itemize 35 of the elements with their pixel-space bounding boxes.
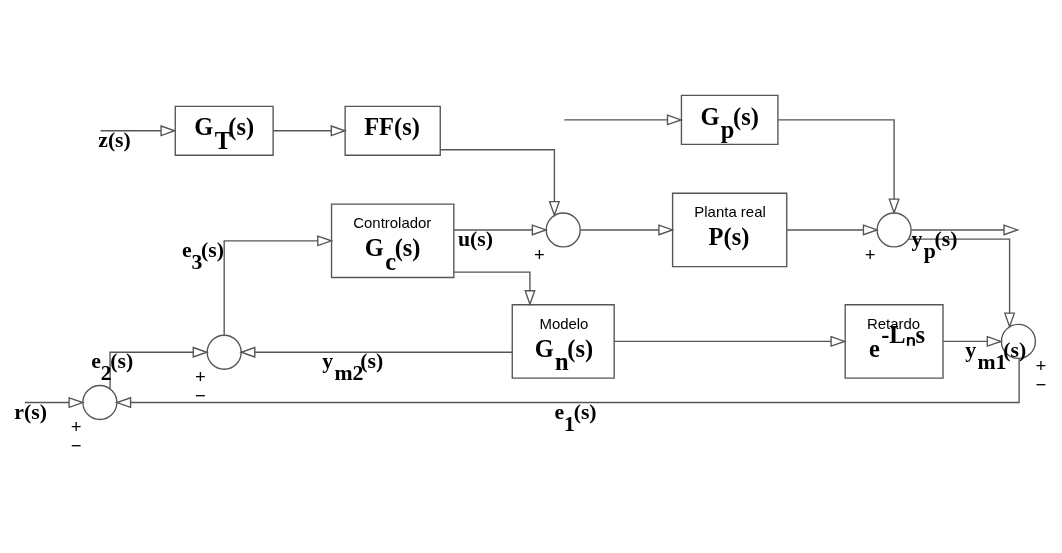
arrow [24, 396, 85, 409]
edge-label: r(s) [14, 399, 47, 424]
arrow [223, 235, 334, 336]
node-label: − [70, 435, 82, 457]
node-box: Planta real P(s) [671, 192, 788, 268]
arrow [99, 125, 177, 137]
node-label: + [70, 416, 82, 438]
arrow [579, 224, 675, 236]
node-box: FF(s) [344, 105, 441, 156]
arrow [114, 358, 1020, 409]
edge-label: u(s) [457, 226, 494, 251]
arrow [563, 114, 684, 126]
arrow [910, 224, 1020, 236]
arrow [613, 335, 847, 348]
node-circle [545, 212, 581, 248]
arrow [272, 125, 347, 137]
arrow [908, 238, 1016, 329]
node-label: + [194, 366, 206, 388]
node-label: + [864, 243, 876, 265]
edge-label: z(s) [98, 127, 131, 152]
arrow [777, 119, 900, 215]
node-circle [876, 212, 912, 248]
arrow [453, 271, 536, 307]
node-label: + [1035, 355, 1047, 377]
node-label: − [194, 385, 206, 407]
arrow [453, 224, 548, 236]
node-circle [206, 334, 242, 370]
arrow [942, 335, 1003, 348]
node-label: − [1035, 374, 1047, 396]
arrow [109, 346, 209, 390]
arrow [239, 346, 513, 358]
arrow [786, 224, 880, 236]
node-label: + [534, 243, 545, 265]
arrow [439, 149, 561, 218]
node-circle [82, 384, 118, 421]
